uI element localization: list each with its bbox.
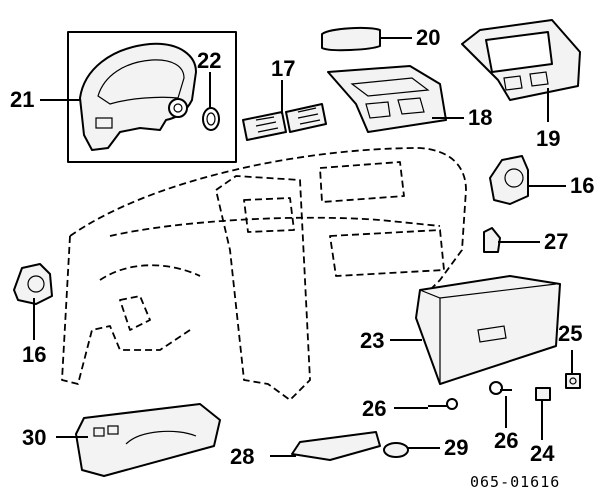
callout-26-lower: 26	[494, 428, 519, 453]
part-18-center-bezel	[327, 65, 447, 133]
callout-26-upper: 26	[362, 396, 387, 421]
part-23-glove-box	[415, 275, 561, 385]
callout-21: 21	[10, 87, 35, 112]
part-26-pin-lower	[489, 381, 512, 395]
diagram-code: 065-01616	[470, 473, 561, 491]
leader-lines	[33, 37, 573, 457]
part-25-latch	[565, 373, 581, 389]
callout-16-left: 16	[22, 342, 47, 367]
part-29-plug	[383, 442, 409, 458]
part-30-lower-panel	[75, 403, 221, 477]
callout-24: 24	[530, 441, 555, 466]
callout-30: 30	[22, 425, 47, 450]
callout-18: 18	[468, 105, 493, 130]
part-19-center-cluster-panel	[461, 19, 581, 101]
callout-28: 28	[230, 444, 255, 469]
part-27-clip	[483, 227, 501, 253]
dashboard-outline	[61, 147, 467, 401]
callout-19: 19	[536, 126, 561, 151]
callout-20: 20	[416, 25, 441, 50]
part-26-pin-upper	[428, 398, 458, 410]
part-22-ring	[202, 107, 220, 131]
callout-16-right: 16	[570, 173, 595, 198]
callout-25: 25	[558, 321, 583, 346]
callout-22: 22	[197, 48, 222, 73]
part-16-side-vent-left	[13, 263, 53, 305]
part-28-lower-cover	[291, 431, 381, 461]
part-20-cover	[321, 26, 381, 52]
part-17-center-vent	[242, 103, 327, 141]
callout-29: 29	[444, 435, 469, 460]
part-21-cluster-finish-panel	[79, 42, 197, 151]
callout-23: 23	[360, 328, 385, 353]
callout-17: 17	[271, 56, 296, 81]
part-24-bumper	[535, 387, 551, 401]
part-16-side-vent-right	[489, 155, 529, 205]
callout-27: 27	[544, 229, 569, 254]
